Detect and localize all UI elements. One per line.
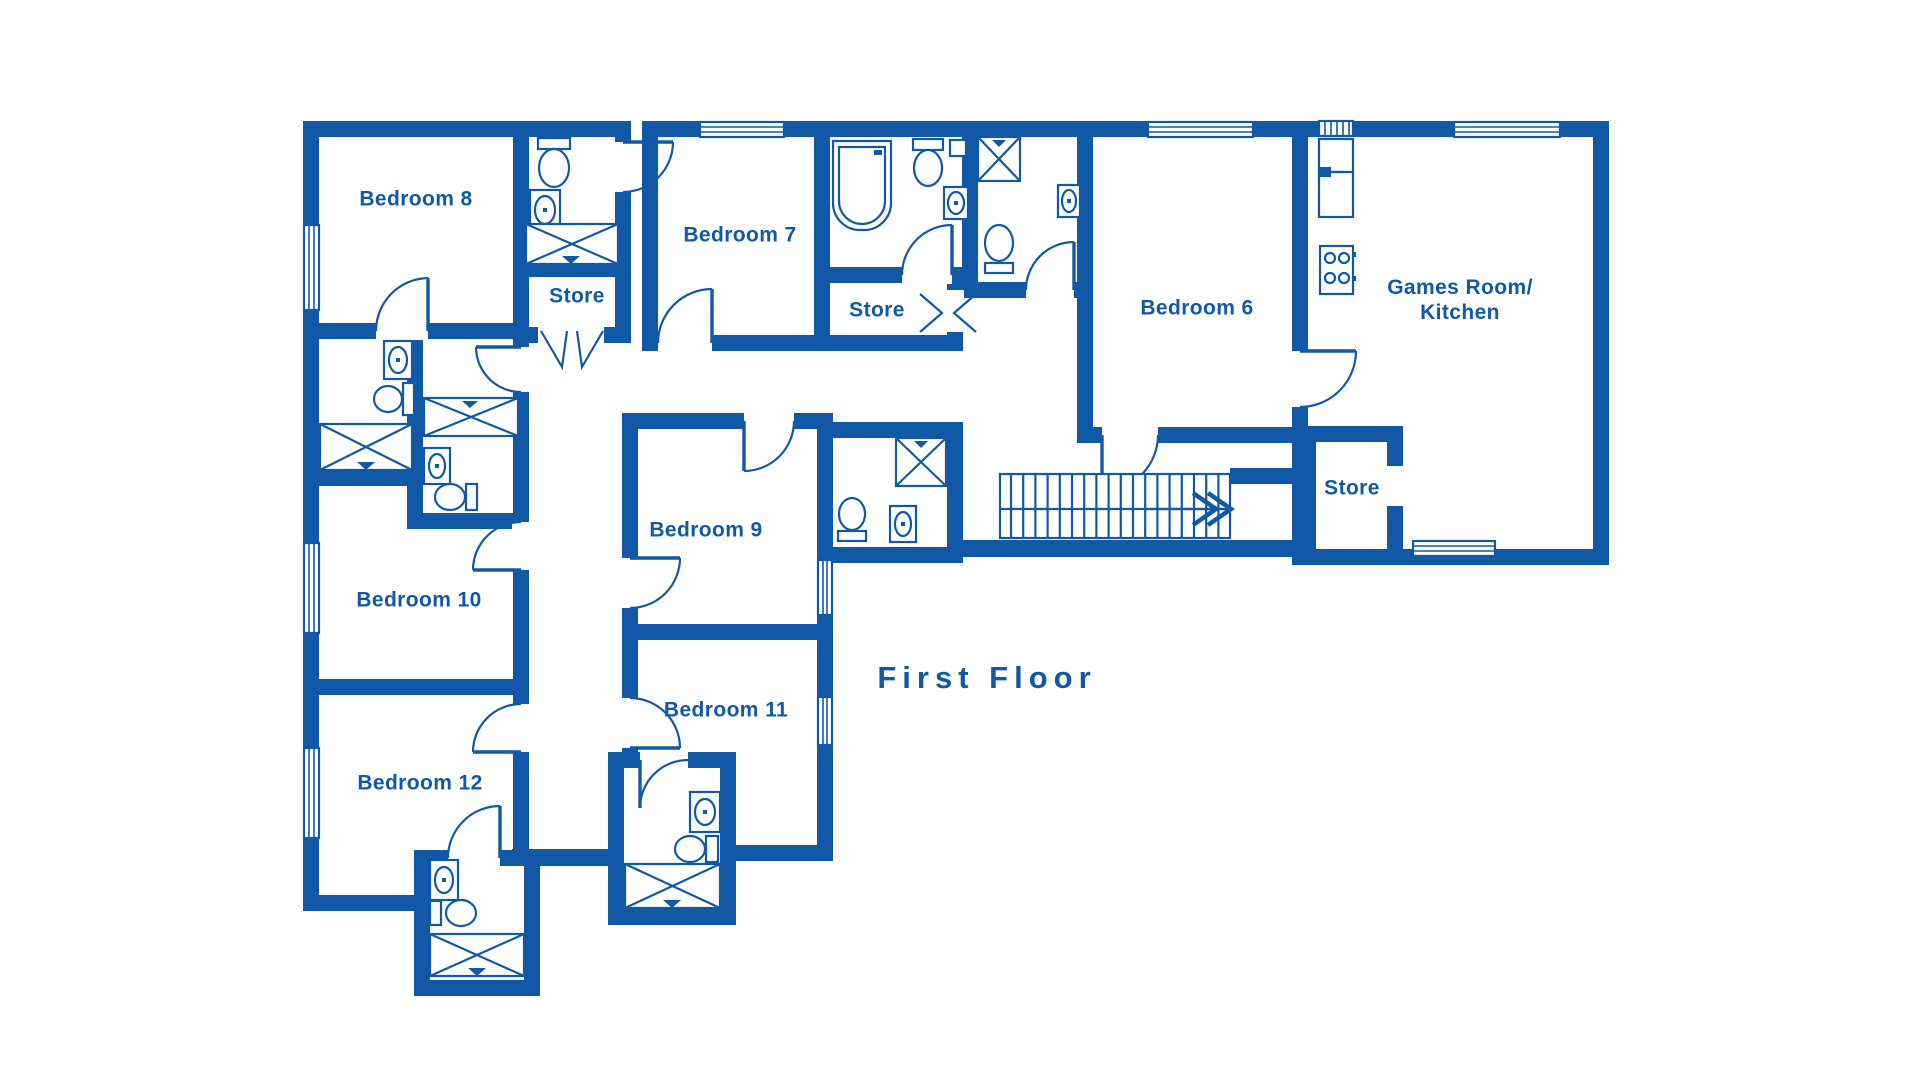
room-label-bedroom-12: Bedroom 12	[357, 771, 483, 795]
staircase-icon	[998, 472, 1235, 540]
toilet-icon	[428, 898, 478, 928]
doors	[374, 140, 1404, 867]
floor-title: First Floor	[877, 660, 1097, 695]
shower-tray-icon	[976, 135, 1022, 183]
sink-icon	[382, 339, 414, 381]
window-icon	[302, 746, 321, 840]
bifold-door-icon	[538, 326, 604, 371]
bifold-door-icon	[919, 290, 977, 333]
stairs-direction-arrow-icon	[1150, 491, 1235, 527]
door-swing-icon	[638, 751, 689, 809]
room-label-store-middle: Store	[849, 298, 905, 322]
sink-icon	[428, 858, 460, 902]
door-swing-icon	[1024, 240, 1076, 299]
window-icon	[1411, 539, 1497, 558]
room-label-bedroom-11: Bedroom 11	[663, 698, 789, 722]
fridge-freezer-icon	[1317, 119, 1355, 219]
room-label-store-right: Store	[1324, 476, 1380, 500]
door-swing-icon	[621, 696, 682, 750]
window-icon	[816, 558, 834, 617]
window-icon	[302, 541, 321, 635]
hob-icon	[1318, 244, 1356, 296]
shower-tray-icon	[318, 422, 414, 472]
shower-tray-icon	[524, 222, 620, 266]
window-icon	[1452, 120, 1562, 139]
toilet-icon	[983, 223, 1015, 275]
room-label-bedroom-6: Bedroom 6	[1140, 296, 1254, 320]
cistern-icon	[948, 138, 968, 158]
window-icon	[302, 223, 321, 312]
sink-icon	[422, 446, 452, 486]
toilet-icon	[673, 834, 720, 864]
room-label-bedroom-9: Bedroom 9	[649, 518, 763, 542]
shower-tray-icon	[428, 932, 526, 978]
toilet-icon	[911, 137, 945, 188]
door-swing-icon	[621, 556, 682, 610]
sink-icon	[1056, 183, 1082, 219]
toilet-icon	[836, 496, 868, 543]
room-label-bedroom-10: Bedroom 10	[356, 588, 482, 612]
walls	[303, 121, 1609, 996]
door-swing-icon	[471, 702, 530, 754]
door-swing-icon	[471, 520, 530, 572]
door-swing-icon	[900, 223, 954, 284]
shower-tray-icon	[623, 862, 722, 910]
sink-icon	[688, 790, 722, 834]
door-swing-icon	[614, 140, 675, 194]
door-swing-icon	[446, 804, 502, 867]
room-label-bedroom-8: Bedroom 8	[359, 187, 473, 211]
toilet-icon	[433, 482, 479, 512]
shower-tray-icon	[422, 396, 520, 438]
shower-tray-icon	[894, 436, 948, 488]
windows	[302, 120, 1562, 840]
store-right-opening	[1386, 466, 1404, 506]
room-label-bedroom-7: Bedroom 7	[683, 223, 797, 247]
sink-icon	[942, 185, 970, 221]
door-swing-icon	[474, 345, 530, 394]
bathtub-icon	[831, 139, 893, 232]
fixtures	[318, 119, 1356, 978]
door-swing-icon	[742, 412, 796, 473]
window-icon	[816, 695, 834, 747]
room-label-store-top-left: Store	[549, 284, 605, 308]
window-icon	[698, 120, 786, 139]
door-swing-icon	[656, 287, 714, 352]
room-label-games-room-kitchen: Games Room/ Kitchen	[1387, 276, 1533, 324]
window-icon	[1146, 120, 1255, 139]
door-swing-icon	[374, 276, 430, 340]
toilet-icon	[536, 136, 572, 189]
door-swing-icon	[1291, 349, 1358, 409]
toilet-icon	[372, 381, 416, 417]
sink-icon	[888, 504, 918, 544]
